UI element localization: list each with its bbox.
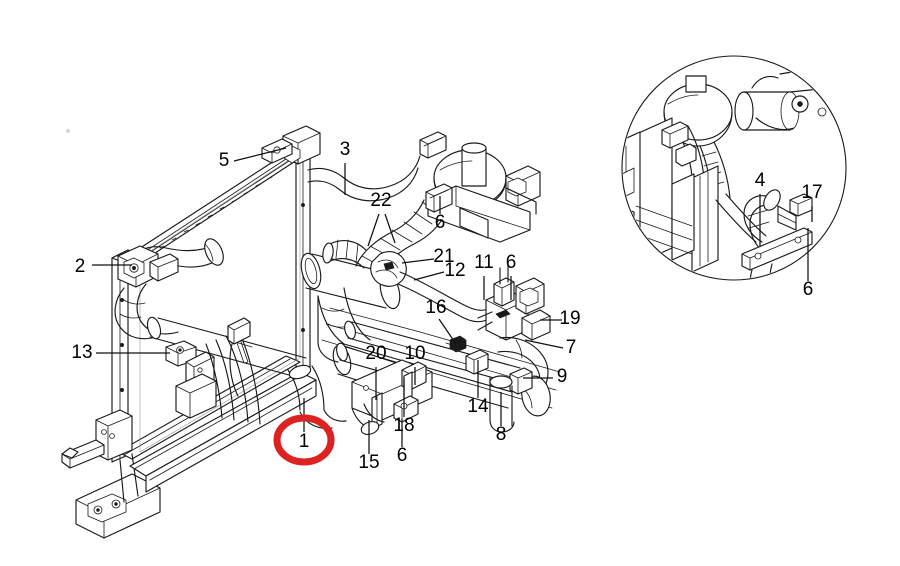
charge-air-elbow — [317, 287, 371, 345]
end-flange-9 — [509, 367, 551, 417]
selected-part-marker[interactable] — [273, 414, 335, 466]
callout-c3[interactable]: 3 — [340, 139, 351, 160]
leader-line-5 — [233, 147, 287, 162]
callout-c17[interactable]: 17 — [801, 182, 822, 203]
leader-line-21 — [401, 258, 435, 264]
leader-line-7 — [524, 339, 564, 349]
vertical-pipe-8 — [489, 375, 515, 433]
callout-c22[interactable]: 22 — [370, 190, 391, 211]
callout-c14[interactable]: 14 — [467, 396, 489, 417]
lower-bracket-group — [351, 359, 433, 435]
hose-clamp-19 — [521, 309, 551, 341]
callout-c19[interactable]: 19 — [559, 308, 580, 329]
main-assembly — [61, 55, 847, 539]
callout-c10[interactable]: 10 — [404, 343, 425, 364]
hose-clamp-6-upper — [425, 183, 453, 213]
frame-rail-bottom-left — [61, 409, 161, 539]
upper-coolant-hose-3 — [307, 155, 421, 202]
leader-line-22 — [384, 213, 396, 244]
hose-junction-21 — [370, 251, 407, 287]
lower-left-hose — [114, 283, 179, 340]
leader-line-12 — [413, 271, 445, 281]
clamp-block-2 — [117, 245, 179, 288]
callout-c12[interactable]: 12 — [444, 260, 465, 281]
callout-c6a[interactable]: 6 — [435, 212, 446, 233]
callout-c13[interactable]: 13 — [71, 342, 92, 363]
thermostat-valve-cluster — [477, 265, 545, 341]
callout-c7[interactable]: 7 — [566, 337, 577, 358]
callout-c6d[interactable]: 6 — [803, 279, 814, 300]
main-lower-beam — [129, 371, 317, 493]
callout-c18[interactable]: 18 — [393, 415, 414, 436]
center-support-bracket — [175, 373, 217, 419]
callout-c5[interactable]: 5 — [219, 150, 230, 171]
callout-c16[interactable]: 16 — [425, 297, 446, 318]
callout-c6b[interactable]: 6 — [506, 252, 517, 273]
callout-c4[interactable]: 4 — [755, 170, 766, 191]
parallel-charge-tubes — [336, 320, 521, 409]
callout-c9[interactable]: 9 — [557, 366, 568, 387]
callout-c6c[interactable]: 6 — [397, 445, 408, 466]
ribbed-hose-22b — [322, 239, 367, 269]
callout-c21[interactable]: 21 — [433, 246, 454, 267]
leader-line-22 — [367, 213, 380, 247]
callout-c8[interactable]: 8 — [496, 424, 507, 445]
callout-c15[interactable]: 15 — [358, 452, 379, 473]
callout-c11[interactable]: 11 — [474, 252, 494, 273]
highlight-layer — [273, 414, 335, 466]
hose-clamp-on-3 — [419, 131, 447, 159]
callout-leader-lines — [92, 147, 813, 454]
bracket-14 — [465, 349, 489, 375]
callout-c1[interactable]: 1 — [299, 431, 310, 452]
coolant-filter-canister — [427, 142, 541, 243]
scan-speck — [65, 128, 71, 134]
detail-inset — [621, 55, 847, 281]
callout-c2[interactable]: 2 — [75, 256, 86, 277]
leader-line-16 — [438, 318, 457, 345]
callout-c20[interactable]: 20 — [365, 343, 386, 364]
